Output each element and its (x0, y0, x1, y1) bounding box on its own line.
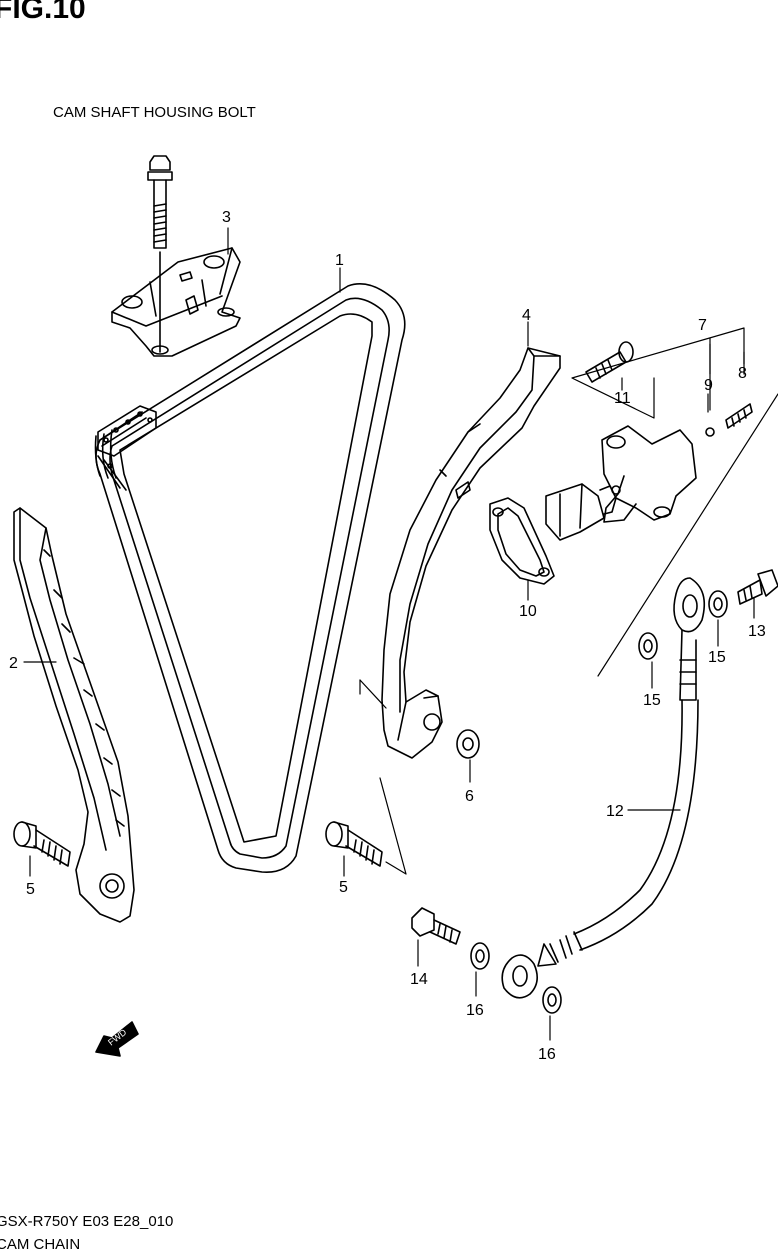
part-7-cam-chain-tensioner (545, 425, 697, 541)
part-15-washer-upper (708, 590, 728, 618)
callout-15-right: 15 (708, 649, 726, 666)
callout-7: 7 (698, 317, 707, 334)
callout-14: 14 (410, 971, 428, 988)
part-14-bolt (411, 907, 461, 945)
callout-2: 2 (9, 655, 18, 672)
part-16-washer-upper (470, 942, 490, 970)
part-1-cam-chain (94, 283, 406, 873)
part-13-bolt (737, 569, 778, 605)
callout-10: 10 (519, 603, 537, 620)
callout-1: 1 (335, 252, 344, 269)
part-12-oil-hose (501, 577, 706, 999)
callout-4: 4 (522, 307, 531, 324)
fwd-arrow-icon: FWD (95, 1021, 139, 1057)
callout-16-upper: 16 (466, 1002, 484, 1019)
callout-11: 11 (614, 390, 631, 407)
section-name: CAM CHAIN (0, 1236, 81, 1253)
part-15-washer-lower (638, 632, 658, 660)
callout-5-right: 5 (339, 879, 348, 896)
callout-6: 6 (465, 788, 474, 805)
bolt-annotation: CAM SHAFT HOUSING BOLT (53, 104, 256, 121)
part-10-gasket (489, 497, 555, 585)
part-5-bolt-left (13, 821, 71, 867)
assembly-line-part-4 (359, 679, 407, 875)
callout-8: 8 (738, 365, 747, 382)
part-8-spring (725, 403, 753, 429)
callout-13: 13 (748, 623, 766, 640)
part-2-chain-guide (13, 507, 135, 923)
part-3-chain-guide-bracket (111, 247, 241, 357)
part-4-tensioner-guide (381, 347, 561, 759)
part-9-ball (705, 427, 715, 437)
cam-shaft-housing-bolt (147, 155, 173, 353)
callout-leaders (23, 227, 755, 1041)
callout-12: 12 (606, 803, 624, 820)
callout-5-left: 5 (26, 881, 35, 898)
callout-numbers: 1 2 3 4 5 5 6 7 8 9 10 11 12 13 14 15 15… (9, 209, 766, 1063)
figure-title: FIG.10 (0, 0, 86, 25)
callout-9: 9 (704, 377, 713, 394)
part-16-washer-lower (542, 986, 562, 1014)
part-5-bolt-right (325, 821, 383, 867)
model-code: GSX-R750Y E03 E28_010 (0, 1213, 174, 1230)
part-6-washer (456, 729, 480, 759)
callout-15-left: 15 (643, 692, 661, 709)
callout-3: 3 (222, 209, 231, 226)
assembly-line-tensioner (571, 327, 778, 677)
callout-16-lower: 16 (538, 1046, 556, 1063)
